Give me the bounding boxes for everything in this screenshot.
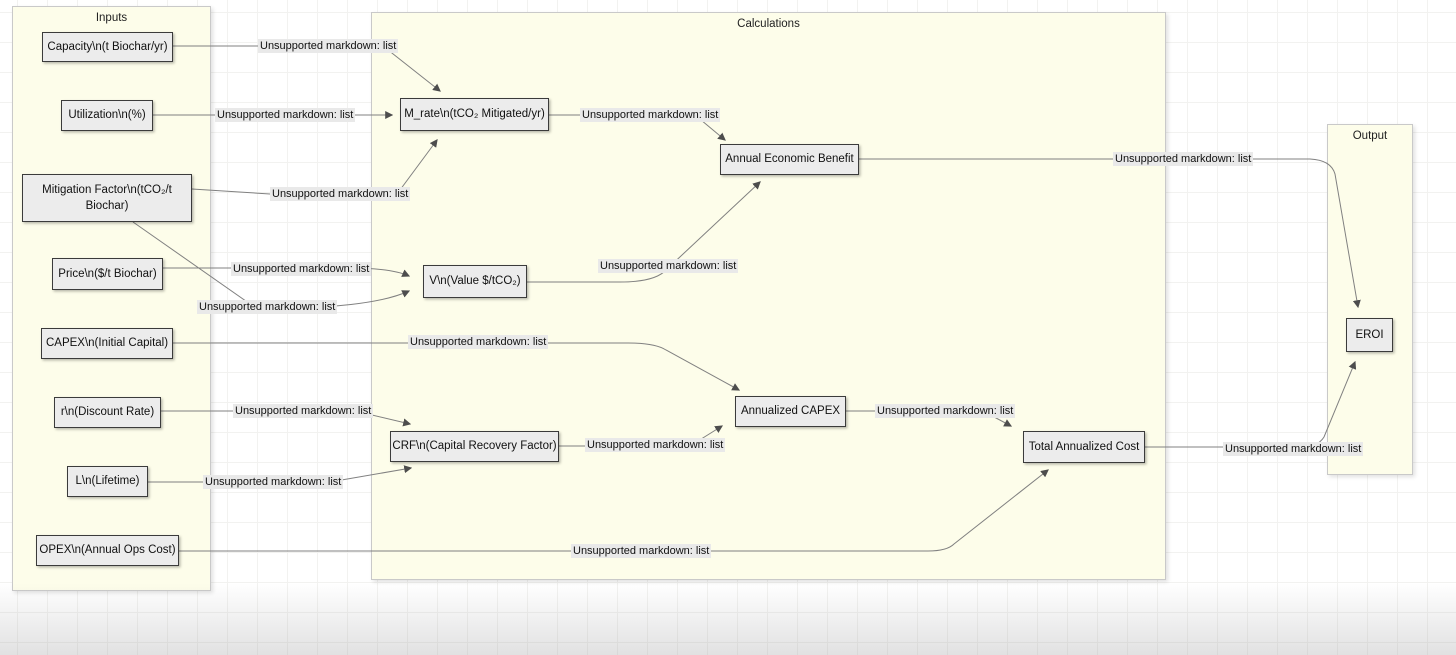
- edge-label-utilization-m_rate: Unsupported markdown: list: [215, 108, 356, 122]
- node-opex: OPEX\n(Annual Ops Cost): [36, 535, 179, 566]
- node-crf: CRF\n(Capital Recovery Factor): [390, 431, 559, 462]
- node-lifetime: L\n(Lifetime): [67, 466, 148, 497]
- cluster-title-output: Output: [1352, 130, 1388, 142]
- cluster-output: Output: [1327, 124, 1413, 475]
- edge-label-price-value: Unsupported markdown: list: [231, 262, 372, 276]
- edge-label-discount_rate-crf: Unsupported markdown: list: [233, 404, 374, 418]
- edge-label-capex-annualized_capex: Unsupported markdown: list: [408, 335, 549, 349]
- edge-label-opex-tac: Unsupported markdown: list: [571, 544, 712, 558]
- node-utilization: Utilization\n(%): [61, 100, 153, 131]
- edge-mitigation_factor-to-m_rate: [191, 139, 438, 195]
- edge-capex-to-annualized_capex: [173, 342, 741, 391]
- node-discount-rate: r\n(Discount Rate): [54, 397, 161, 428]
- edge-label-aeb-eroi: Unsupported markdown: list: [1113, 152, 1254, 166]
- edge-label-lifetime-crf: Unsupported markdown: list: [203, 475, 344, 489]
- node-eroi: EROI: [1346, 318, 1393, 352]
- cluster-title-calculations: Calculations: [737, 18, 800, 30]
- node-annualized-capex: Annualized CAPEX: [735, 396, 846, 427]
- edge-label-mitigation_factor-m_rate: Unsupported markdown: list: [270, 187, 411, 201]
- node-annual-economic-benefit: Annual Economic Benefit: [720, 144, 859, 175]
- edge-label-m_rate-aeb: Unsupported markdown: list: [580, 108, 721, 122]
- edge-label-value-aeb: Unsupported markdown: list: [598, 259, 739, 273]
- node-capacity: Capacity\n(t Biochar/yr): [42, 32, 173, 62]
- node-price: Price\n($/t Biochar): [52, 258, 163, 290]
- node-mitigation-factor: Mitigation Factor\n(tCO₂/t Biochar): [22, 174, 192, 222]
- edge-label-capacity-m_rate: Unsupported markdown: list: [258, 39, 399, 53]
- cluster-title-inputs: Inputs: [95, 12, 128, 24]
- edge-total_annualized_cost-to-eroi: [1145, 360, 1357, 448]
- node-total-annualized-cost: Total Annualized Cost: [1023, 431, 1145, 463]
- edge-label-mitigation_factor-value: Unsupported markdown: list: [197, 300, 338, 314]
- node-value: V\n(Value $/tCO₂): [423, 265, 527, 298]
- edge-label-crf-annualized_capex: Unsupported markdown: list: [585, 438, 726, 452]
- edge-opex-to-total_annualized_cost: [179, 469, 1049, 552]
- edge-annual_economic_benefit-to-eroi: [859, 158, 1361, 309]
- edge-label-tac-eroi: Unsupported markdown: list: [1223, 442, 1364, 456]
- node-m-rate: M_rate\n(tCO₂ Mitigated/yr): [400, 98, 549, 131]
- node-capex: CAPEX\n(Initial Capital): [41, 328, 173, 359]
- edge-label-annualized_capex-tac: Unsupported markdown: list: [875, 404, 1016, 418]
